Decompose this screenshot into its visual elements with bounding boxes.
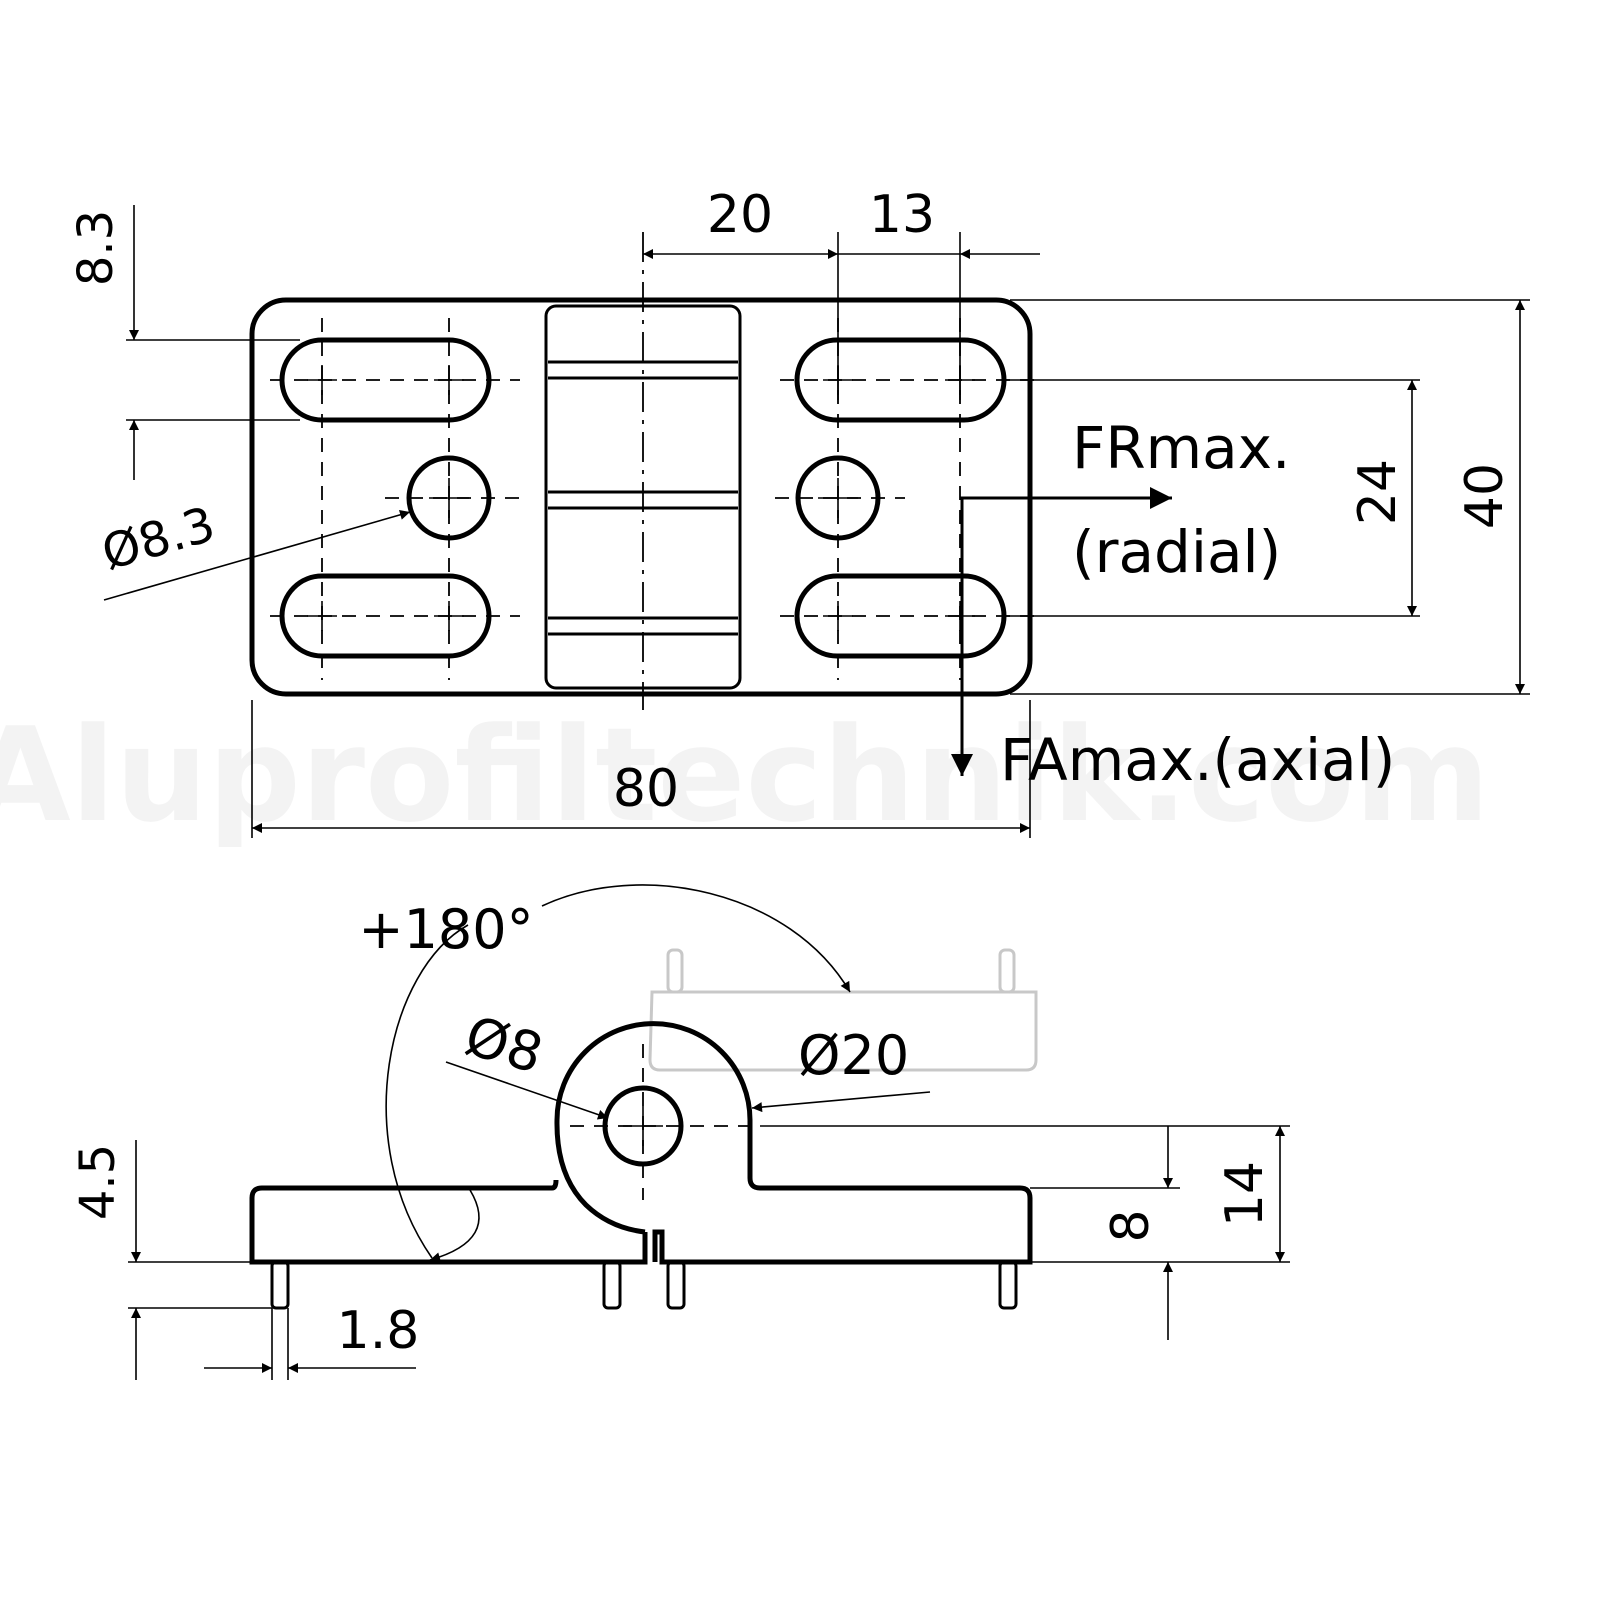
- right-leaf-knuckle: [554, 1021, 1033, 1265]
- dim-4-5-label: 4.5: [70, 1144, 126, 1220]
- dim-8-label: 8: [1101, 1209, 1161, 1242]
- dim-13-label: 13: [869, 185, 935, 245]
- dim-80-label: 80: [613, 759, 679, 819]
- radial-force-arrow: [960, 487, 1172, 774]
- dim-rotation-label: +180°: [358, 898, 533, 961]
- left-leaf: [249, 1179, 648, 1265]
- side-view: +180° Ø8 Ø20 4.5 1.8 8 14: [70, 884, 1290, 1380]
- pin-2: [602, 1260, 622, 1310]
- ghost-rotated-leaf: [648, 990, 1038, 1072]
- top-view: 8.3 Ø8.3 20 13 24 40 80 FRmax. (radial) …: [68, 185, 1530, 838]
- dim-14-label: 14: [1215, 1161, 1275, 1227]
- dim-8-3-label: 8.3: [68, 210, 124, 286]
- dim-20-label: 20: [707, 185, 773, 245]
- force-axial-label: FAmax.(axial): [1000, 726, 1395, 794]
- rotation-arc-left: [385, 924, 469, 1259]
- dim-knuckle-diameter-label: Ø20: [798, 1024, 909, 1087]
- dim-hole-diameter-label: Ø8.3: [96, 496, 221, 581]
- rotation-arc-right: [541, 884, 851, 993]
- dim-pin-diameter-label: Ø8: [458, 1004, 549, 1086]
- dim-24-label: 24: [1348, 459, 1408, 525]
- pin-3: [666, 1260, 686, 1310]
- pin-4: [998, 1260, 1018, 1310]
- dim-1-8-label: 1.8: [337, 1301, 420, 1361]
- dim-40-label: 40: [1455, 463, 1515, 529]
- force-radial-line1: FRmax.: [1072, 414, 1290, 482]
- pin-1: [270, 1260, 290, 1310]
- force-radial-line2: (radial): [1072, 518, 1281, 586]
